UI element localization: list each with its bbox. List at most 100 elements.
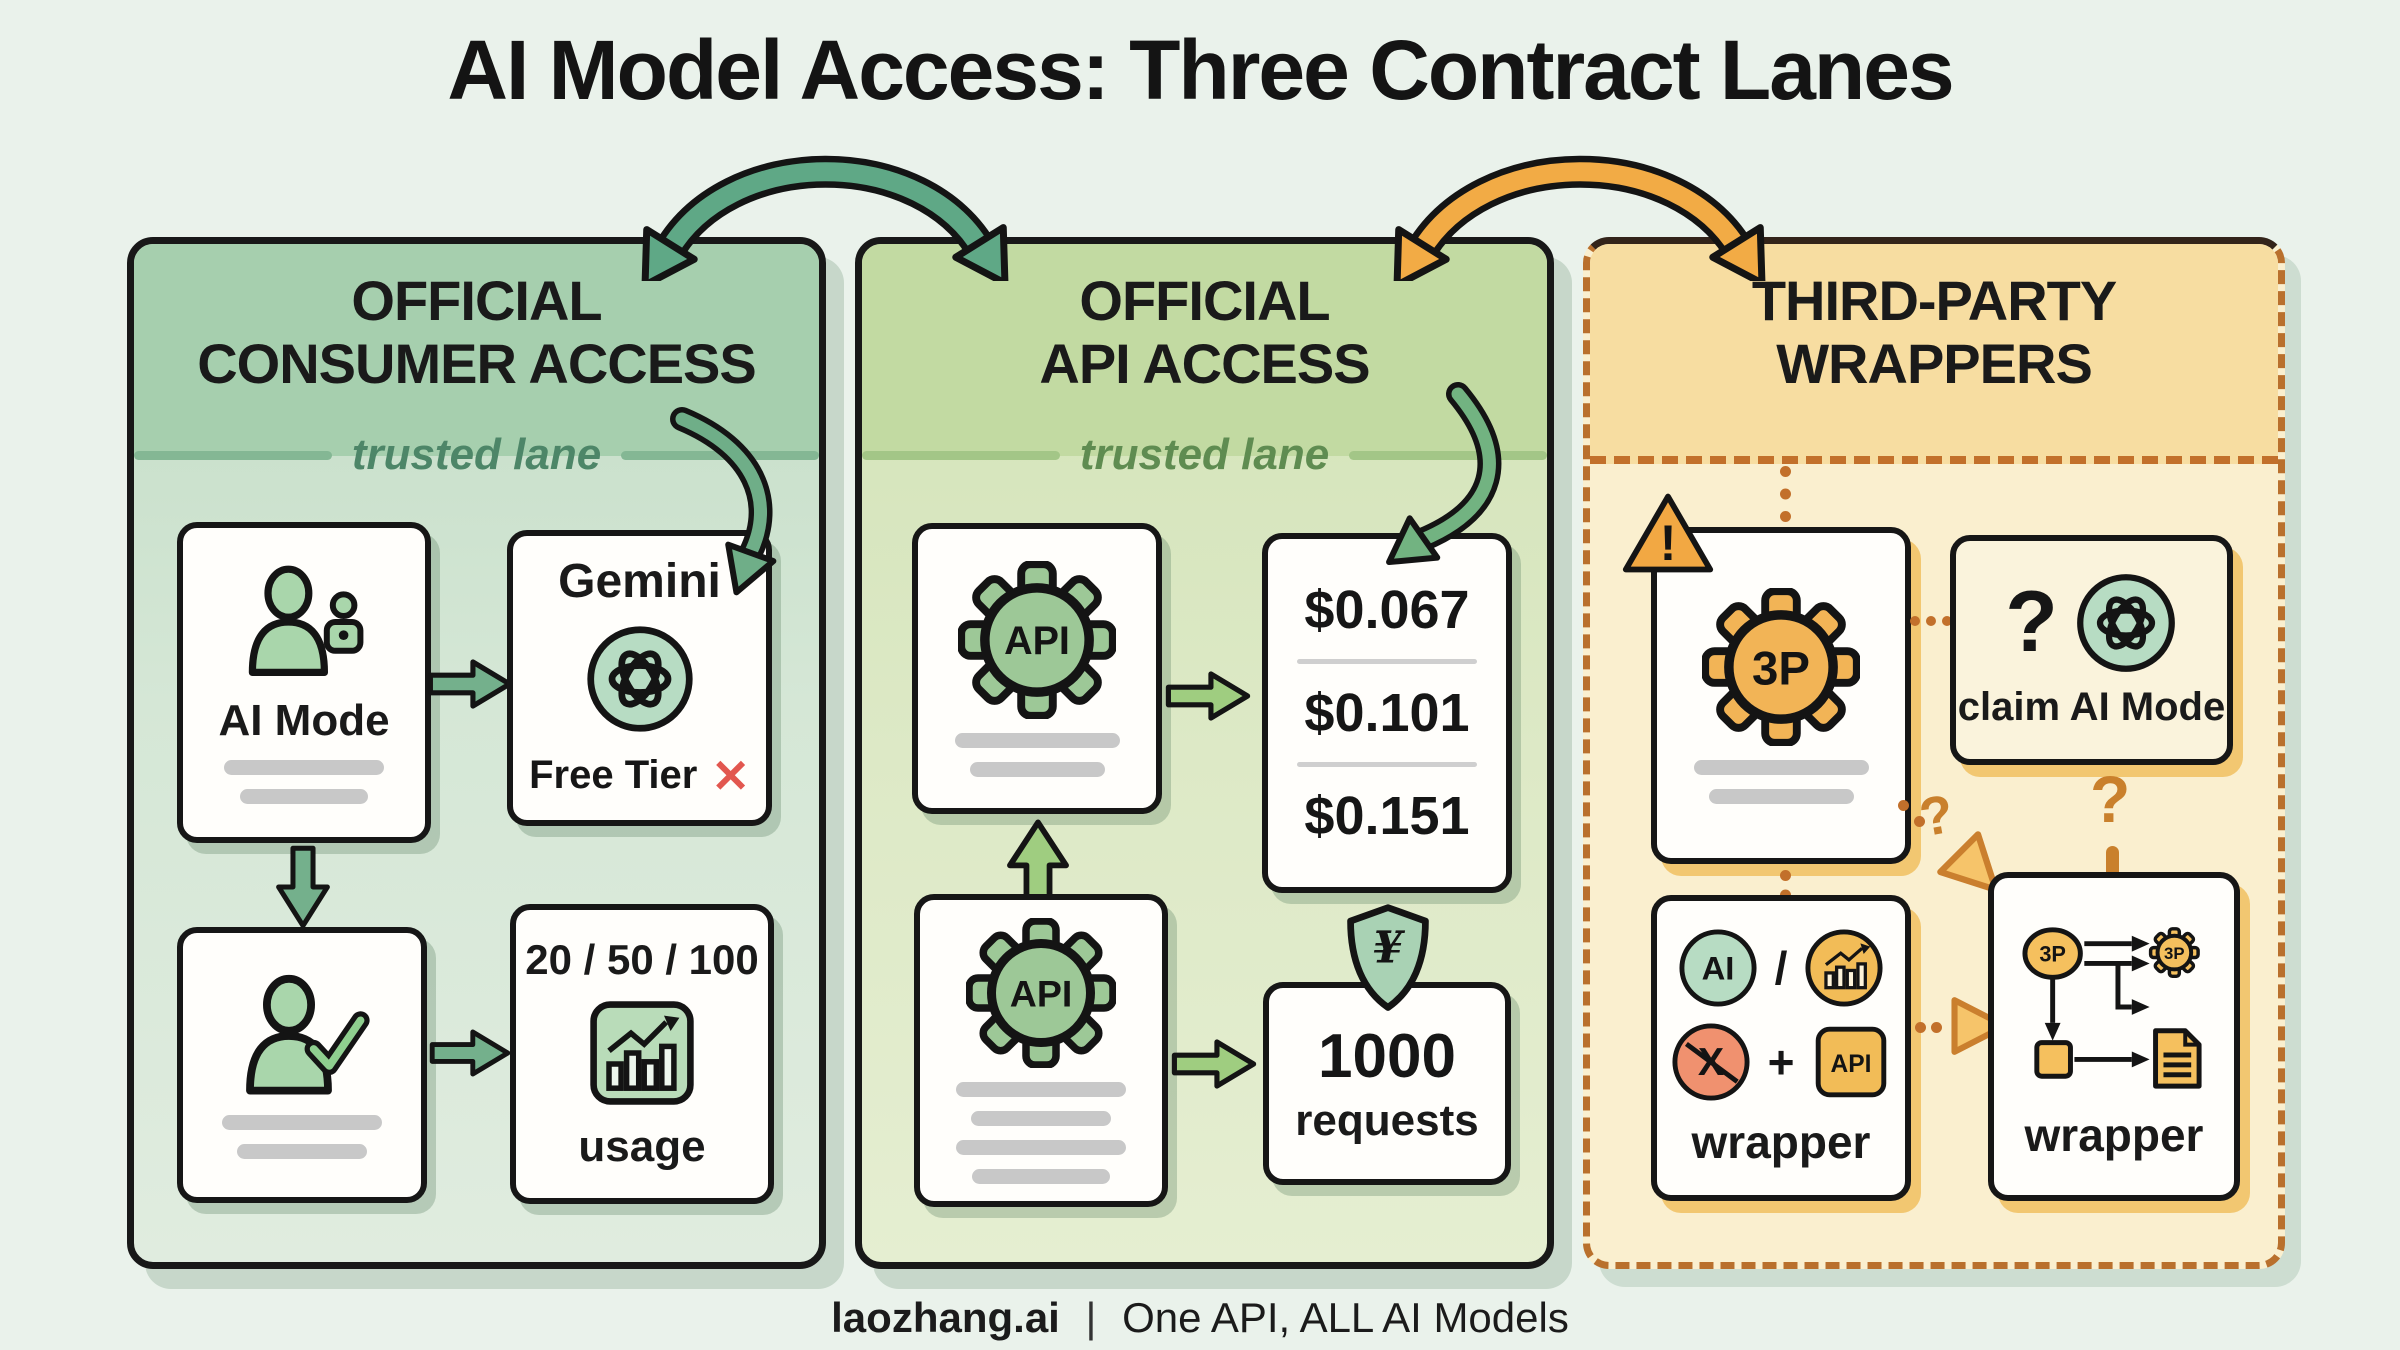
placeholder-bar — [222, 1115, 382, 1130]
unavailable-x-icon: ✕ — [711, 749, 750, 802]
footer-separator: | — [1085, 1294, 1097, 1341]
claim-icon-row: ? — [2005, 571, 2178, 675]
page-title: AI Model Access: Three Contract Lanes — [447, 23, 1954, 117]
dot — [1915, 1022, 1926, 1033]
openai-logo-icon — [2076, 573, 2175, 672]
document-icon — [2153, 1027, 2202, 1089]
dotted-connector-vertical — [1780, 466, 1791, 522]
placeholder-bar — [237, 1144, 367, 1159]
trusted-lane-row: trusted lane — [862, 430, 1548, 480]
plus-separator: + — [1767, 1036, 1795, 1088]
user-check-icon — [246, 974, 370, 1095]
ai-mode-label: AI Mode — [218, 695, 390, 745]
lane-divider-left — [862, 450, 1060, 460]
orange-arrowhead-right-icon — [1951, 997, 2008, 1055]
wrapper-card-right: 3P 3P — [1988, 872, 2240, 1201]
arrow-down-icon — [276, 845, 330, 929]
price-item: $0.067 — [1304, 580, 1470, 640]
footer-tagline: laozhang.ai | One API, ALL AI Models — [0, 1294, 2400, 1342]
dot — [1898, 800, 1909, 811]
lane-divider-left — [134, 450, 332, 460]
lane-divider-right — [621, 450, 820, 460]
svg-text:AI: AI — [1701, 949, 1734, 986]
gemini-title: Gemini — [558, 554, 721, 608]
panel-consumer-title-line2: CONSUMER ACCESS — [197, 331, 757, 395]
placeholder-bar — [969, 761, 1105, 777]
flow-gear-node: 3P — [2148, 926, 2200, 978]
lane-divider-right — [1349, 450, 1548, 460]
footer-slogan: One API, ALL AI Models — [1122, 1294, 1569, 1341]
usage-card: 20 / 50 / 100 usage — [510, 904, 774, 1204]
placeholder-bar — [224, 759, 384, 775]
shield-icon: ¥ — [1347, 904, 1429, 1011]
arrow-right-icon — [1165, 671, 1251, 721]
arrow-right-icon — [429, 1029, 511, 1077]
panel-api-title: OFFICIAL API ACCESS — [862, 244, 1547, 395]
ai-mode-card: AI Mode — [177, 522, 431, 843]
verified-user-card — [177, 927, 427, 1203]
user-lock-icon — [248, 565, 364, 676]
placeholder-bar — [240, 788, 368, 804]
panel-api-title-line1: OFFICIAL — [1079, 269, 1330, 332]
claim-label: claim AI Mode — [1957, 684, 2226, 729]
placeholder-bar — [971, 1110, 1111, 1126]
flow-source-node: 3P — [2039, 941, 2066, 966]
panel-wrappers-title: THIRD-PARTY WRAPPERS — [1590, 244, 2278, 395]
requests-label: requests — [1295, 1096, 1479, 1145]
usage-quota: 20 / 50 / 100 — [525, 936, 759, 983]
openai-logo-icon — [586, 625, 693, 732]
third-party-gear-icon: 3P — [1702, 587, 1860, 746]
panel-third-party-wrappers: THIRD-PARTY WRAPPERS 3P — [1583, 237, 2285, 1269]
wrapper-sources-row: AI / — [1677, 927, 1886, 1009]
dot — [1931, 1022, 1942, 1033]
third-party-card: 3P — [1651, 527, 1911, 864]
panel-official-api-access: OFFICIAL API ACCESS trusted lane — [855, 237, 1554, 1269]
warning-mark: ! — [1660, 515, 1677, 571]
third-party-gear-label: 3P — [1752, 642, 1810, 695]
price-divider — [1296, 762, 1478, 767]
wrapper-label: wrapper — [2024, 1108, 2204, 1161]
slash-separator: / — [1774, 942, 1788, 994]
panel-wrappers-header: THIRD-PARTY WRAPPERS — [1590, 244, 2278, 464]
usage-label: usage — [578, 1122, 706, 1171]
chart-badge-icon — [1805, 929, 1883, 1007]
panel-api-title-line2: API ACCESS — [1039, 331, 1370, 395]
api-gear-label: API — [1010, 972, 1073, 1014]
wrapper-label: wrapper — [1691, 1116, 1871, 1168]
pricing-card: $0.067 $0.101 $0.151 — [1262, 533, 1512, 893]
orange-arrowhead-diagonal-icon — [1937, 831, 1999, 893]
bidirectional-arrow-api-wrappers — [1393, 155, 1766, 281]
dotted-connector-horizontal — [1910, 616, 1952, 626]
trusted-lane-row: trusted lane — [134, 430, 820, 480]
trusted-lane-label: trusted lane — [1079, 430, 1330, 479]
question-mark-icon: ? — [2090, 762, 2131, 836]
api-card-bottom: API — [914, 894, 1168, 1207]
panel-wrappers-title-line2: WRAPPERS — [1776, 331, 2093, 395]
api-gear-icon: API — [958, 560, 1116, 719]
placeholder-bar — [972, 1168, 1110, 1184]
panel-official-consumer-access: OFFICIAL CONSUMER ACCESS trusted lane AI… — [127, 237, 826, 1269]
flow-square-node — [2034, 1039, 2073, 1079]
placeholder-bar — [956, 1081, 1126, 1097]
panel-consumer-title: OFFICIAL CONSUMER ACCESS — [134, 244, 819, 395]
arrow-right-icon — [1171, 1039, 1257, 1089]
placeholder-bar — [954, 732, 1120, 748]
placeholder-bar — [956, 1139, 1126, 1155]
request-count: 1000 — [1318, 1022, 1456, 1091]
api-gear-label: API — [1004, 619, 1070, 663]
ai-badge-icon: AI — [1679, 929, 1757, 1007]
panel-wrappers-title-line1: THIRD-PARTY — [1751, 269, 2117, 332]
arrow-right-icon — [427, 659, 513, 709]
panel-consumer-title-line1: OFFICIAL — [351, 269, 602, 332]
wrapper-card-left: AI / X + — [1651, 895, 1911, 1201]
trusted-lane-label: trusted lane — [351, 430, 602, 479]
price-item: $0.101 — [1304, 683, 1470, 743]
api-gear-icon: API — [966, 917, 1116, 1068]
warning-icon: ! — [1622, 493, 1714, 573]
placeholder-bar — [1708, 788, 1854, 804]
x-blocked-icon: X — [1672, 1023, 1750, 1101]
price-divider — [1296, 659, 1478, 664]
free-tier-label: Free Tier — [529, 753, 698, 797]
shield-glyph: ¥ — [1373, 922, 1406, 973]
